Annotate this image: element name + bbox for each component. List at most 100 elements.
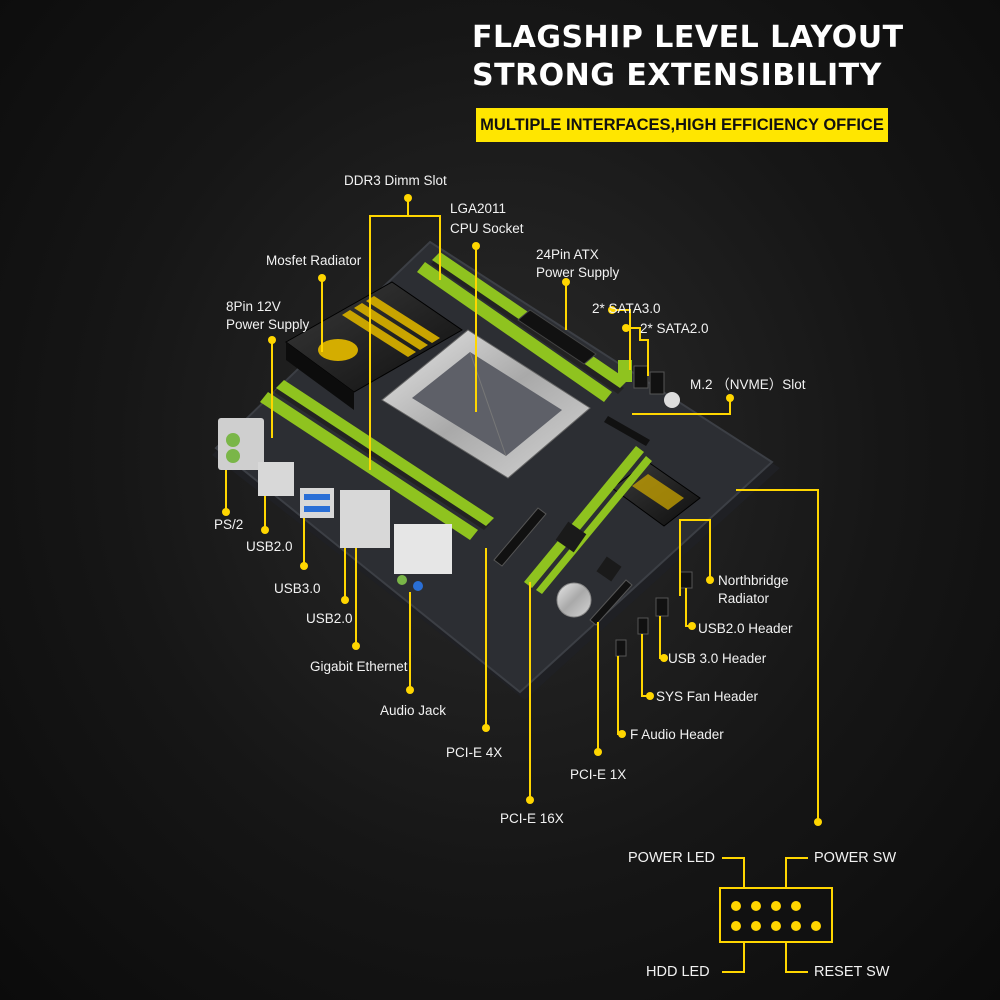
- audio-jack: [413, 581, 423, 591]
- pin: [731, 921, 741, 931]
- pin: [791, 901, 801, 911]
- label-usb2-b: USB2.0: [306, 611, 353, 626]
- heatsink-side: [286, 342, 354, 410]
- label-f-audio-header: F Audio Header: [630, 727, 724, 742]
- leader-dot: [526, 796, 534, 804]
- label-northbridge-radiator: Radiator: [718, 591, 770, 606]
- leader-dot: [222, 508, 230, 516]
- usb3-tongue: [304, 494, 330, 500]
- leader-dot: [618, 730, 626, 738]
- label-sata3: 2* SATA3.0: [592, 301, 661, 316]
- usb3-header: [655, 597, 669, 617]
- m2-standoff: [664, 392, 680, 408]
- label-cpu-socket: CPU Socket: [450, 221, 524, 236]
- leader-dot: [726, 394, 734, 402]
- audio-jack-block: [394, 524, 452, 574]
- ram-slot: [276, 380, 494, 526]
- leader-faudio: [617, 656, 622, 735]
- bottom-headers: [615, 571, 693, 657]
- label-power-led: POWER LED: [628, 850, 716, 866]
- usb2-ports-a: [258, 462, 294, 496]
- io-ports: [218, 418, 452, 591]
- sata-port: [618, 360, 632, 382]
- motherboard: [212, 240, 780, 700]
- leader-dot: [300, 562, 308, 570]
- sata-port: [633, 365, 649, 389]
- leader-dot: [472, 242, 480, 250]
- label-12v-power-supply: Power Supply: [226, 317, 310, 332]
- label-sys-fan-header: SYS Fan Header: [656, 689, 759, 704]
- leader-dot: [352, 642, 360, 650]
- label-pcie-4x: PCI-E 4X: [446, 745, 503, 760]
- label-gigabit-ethernet: Gigabit Ethernet: [310, 659, 408, 674]
- leader-reset-sw: [785, 942, 808, 973]
- leader-dot: [706, 576, 714, 584]
- nb-accent: [632, 474, 684, 510]
- leader-dot: [318, 274, 326, 282]
- leader-dot: [608, 306, 616, 314]
- front-panel-connector: [719, 887, 833, 943]
- pin: [791, 921, 801, 931]
- pin: [771, 921, 781, 931]
- label-24pin-atx: 24Pin ATX: [536, 247, 599, 262]
- leader-dots: [222, 194, 822, 826]
- label-pcie-16x: PCI-E 16X: [500, 811, 564, 826]
- leader-dot: [404, 194, 412, 202]
- ps2-mouse: [226, 449, 240, 463]
- leader-dot: [660, 654, 668, 662]
- leader-power-sw: [785, 857, 808, 888]
- leader-dot: [482, 724, 490, 732]
- leader-dot: [268, 336, 276, 344]
- pin: [731, 901, 741, 911]
- leader-usb2h: [685, 588, 692, 627]
- mosfet-heatsink: [285, 281, 463, 410]
- sys-fan-header: [637, 617, 649, 635]
- ps2-keyboard: [226, 433, 240, 447]
- label-usb2-header: USB2.0 Header: [698, 621, 793, 636]
- chip: [555, 521, 587, 553]
- tagline-banner: MULTIPLE INTERFACES,HIGH EFFICIENCY OFFI…: [476, 108, 888, 142]
- leader-northbridge: [679, 519, 711, 596]
- leader-m2: [632, 398, 731, 415]
- pin: [771, 901, 781, 911]
- leader-dot: [622, 324, 630, 332]
- label-usb3-header: USB 3.0 Header: [668, 651, 767, 666]
- leader-lines: [225, 198, 819, 973]
- leader-dot: [406, 686, 414, 694]
- cmos-battery: [556, 582, 592, 618]
- ps2-port: [218, 418, 264, 470]
- leader-ddr3: [369, 215, 441, 470]
- label-audio-jack: Audio Jack: [380, 703, 447, 718]
- leader-front-panel: [736, 489, 819, 822]
- label-8pin-12v: 8Pin 12V: [226, 299, 281, 314]
- leader-sysfan: [641, 634, 650, 697]
- leader-dot: [261, 526, 269, 534]
- leader-sata2: [626, 327, 649, 376]
- leader-dot: [814, 818, 822, 826]
- leader-dot: [688, 622, 696, 630]
- label-atx-power-supply: Power Supply: [536, 265, 620, 280]
- label-sata2: 2* SATA2.0: [640, 321, 709, 336]
- heatsink-stripe: [354, 303, 428, 350]
- heatsink-stripe: [342, 310, 416, 357]
- sata-port: [649, 371, 665, 395]
- usb3-tongue: [304, 506, 330, 512]
- leader-dot: [562, 278, 570, 286]
- label-usb3: USB3.0: [274, 581, 321, 596]
- pcie-1x-slot: [589, 579, 633, 626]
- usb2-header: [679, 571, 693, 589]
- pin: [751, 901, 761, 911]
- leader-usb3h: [659, 616, 664, 659]
- headline-line-1: FLAGSHIP LEVEL LAYOUT: [472, 20, 904, 55]
- label-mosfet-radiator: Mosfet Radiator: [266, 253, 362, 268]
- pin: [811, 921, 821, 931]
- ethernet-usb-stack: [340, 490, 390, 548]
- leader-dot: [646, 692, 654, 700]
- leader-dot: [594, 748, 602, 756]
- label-ddr3-slot: DDR3 Dimm Slot: [344, 173, 447, 188]
- heatsink-logo: [318, 339, 358, 361]
- pcie-16x-slot: [524, 446, 644, 588]
- label-power-sw: POWER SW: [814, 850, 897, 866]
- panel-box: [719, 887, 833, 943]
